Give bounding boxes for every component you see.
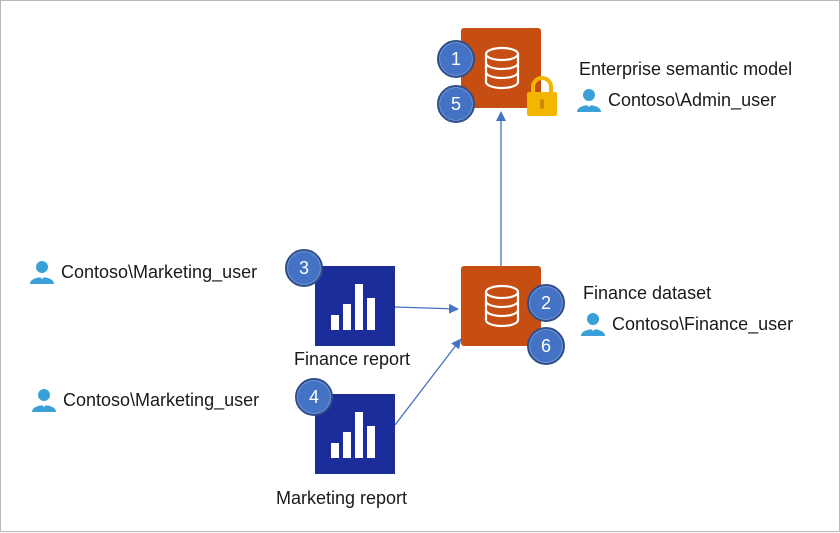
marketing-report-viewer: Contoso\Marketing_user	[31, 387, 259, 413]
step-badge-3: 3	[285, 249, 323, 287]
finance-dataset-title: Finance dataset	[583, 283, 712, 303]
database-icon	[484, 46, 520, 90]
finance-report-title: Finance report	[294, 349, 411, 369]
step-badge-4: 4	[295, 378, 333, 416]
enterprise-model-user-label: Contoso\Admin_user	[608, 89, 777, 110]
enterprise-model-title: Enterprise semantic model	[579, 59, 793, 79]
user-icon	[577, 89, 601, 112]
step-badge-5: 5	[437, 85, 475, 123]
arrow-finance-report-to-finance-dataset	[394, 303, 459, 314]
finance-dataset-owner: Contoso\Finance_user	[580, 311, 793, 337]
step-badge-1: 1	[437, 40, 475, 78]
step-badge-6: 6	[527, 327, 565, 365]
finance-report-tile	[315, 266, 395, 346]
step-badge-2: 2	[527, 284, 565, 322]
marketing-report-user-label: Contoso\Marketing_user	[63, 389, 260, 410]
arrow-marketing-report-to-finance-dataset	[394, 338, 462, 426]
database-icon	[484, 284, 520, 328]
lock-icon	[527, 76, 557, 116]
bar-chart-icon	[331, 284, 375, 330]
user-icon	[32, 389, 56, 412]
finance-report-viewer: Contoso\Marketing_user	[29, 259, 257, 285]
user-icon	[30, 261, 54, 284]
finance-report-user-label: Contoso\Marketing_user	[61, 261, 258, 282]
enterprise-model-owner: Contoso\Admin_user	[576, 87, 776, 113]
finance-dataset-user-label: Contoso\Finance_user	[612, 313, 794, 334]
bar-chart-icon	[331, 412, 375, 458]
user-icon	[581, 313, 605, 336]
marketing-report-title: Marketing report	[276, 488, 408, 508]
